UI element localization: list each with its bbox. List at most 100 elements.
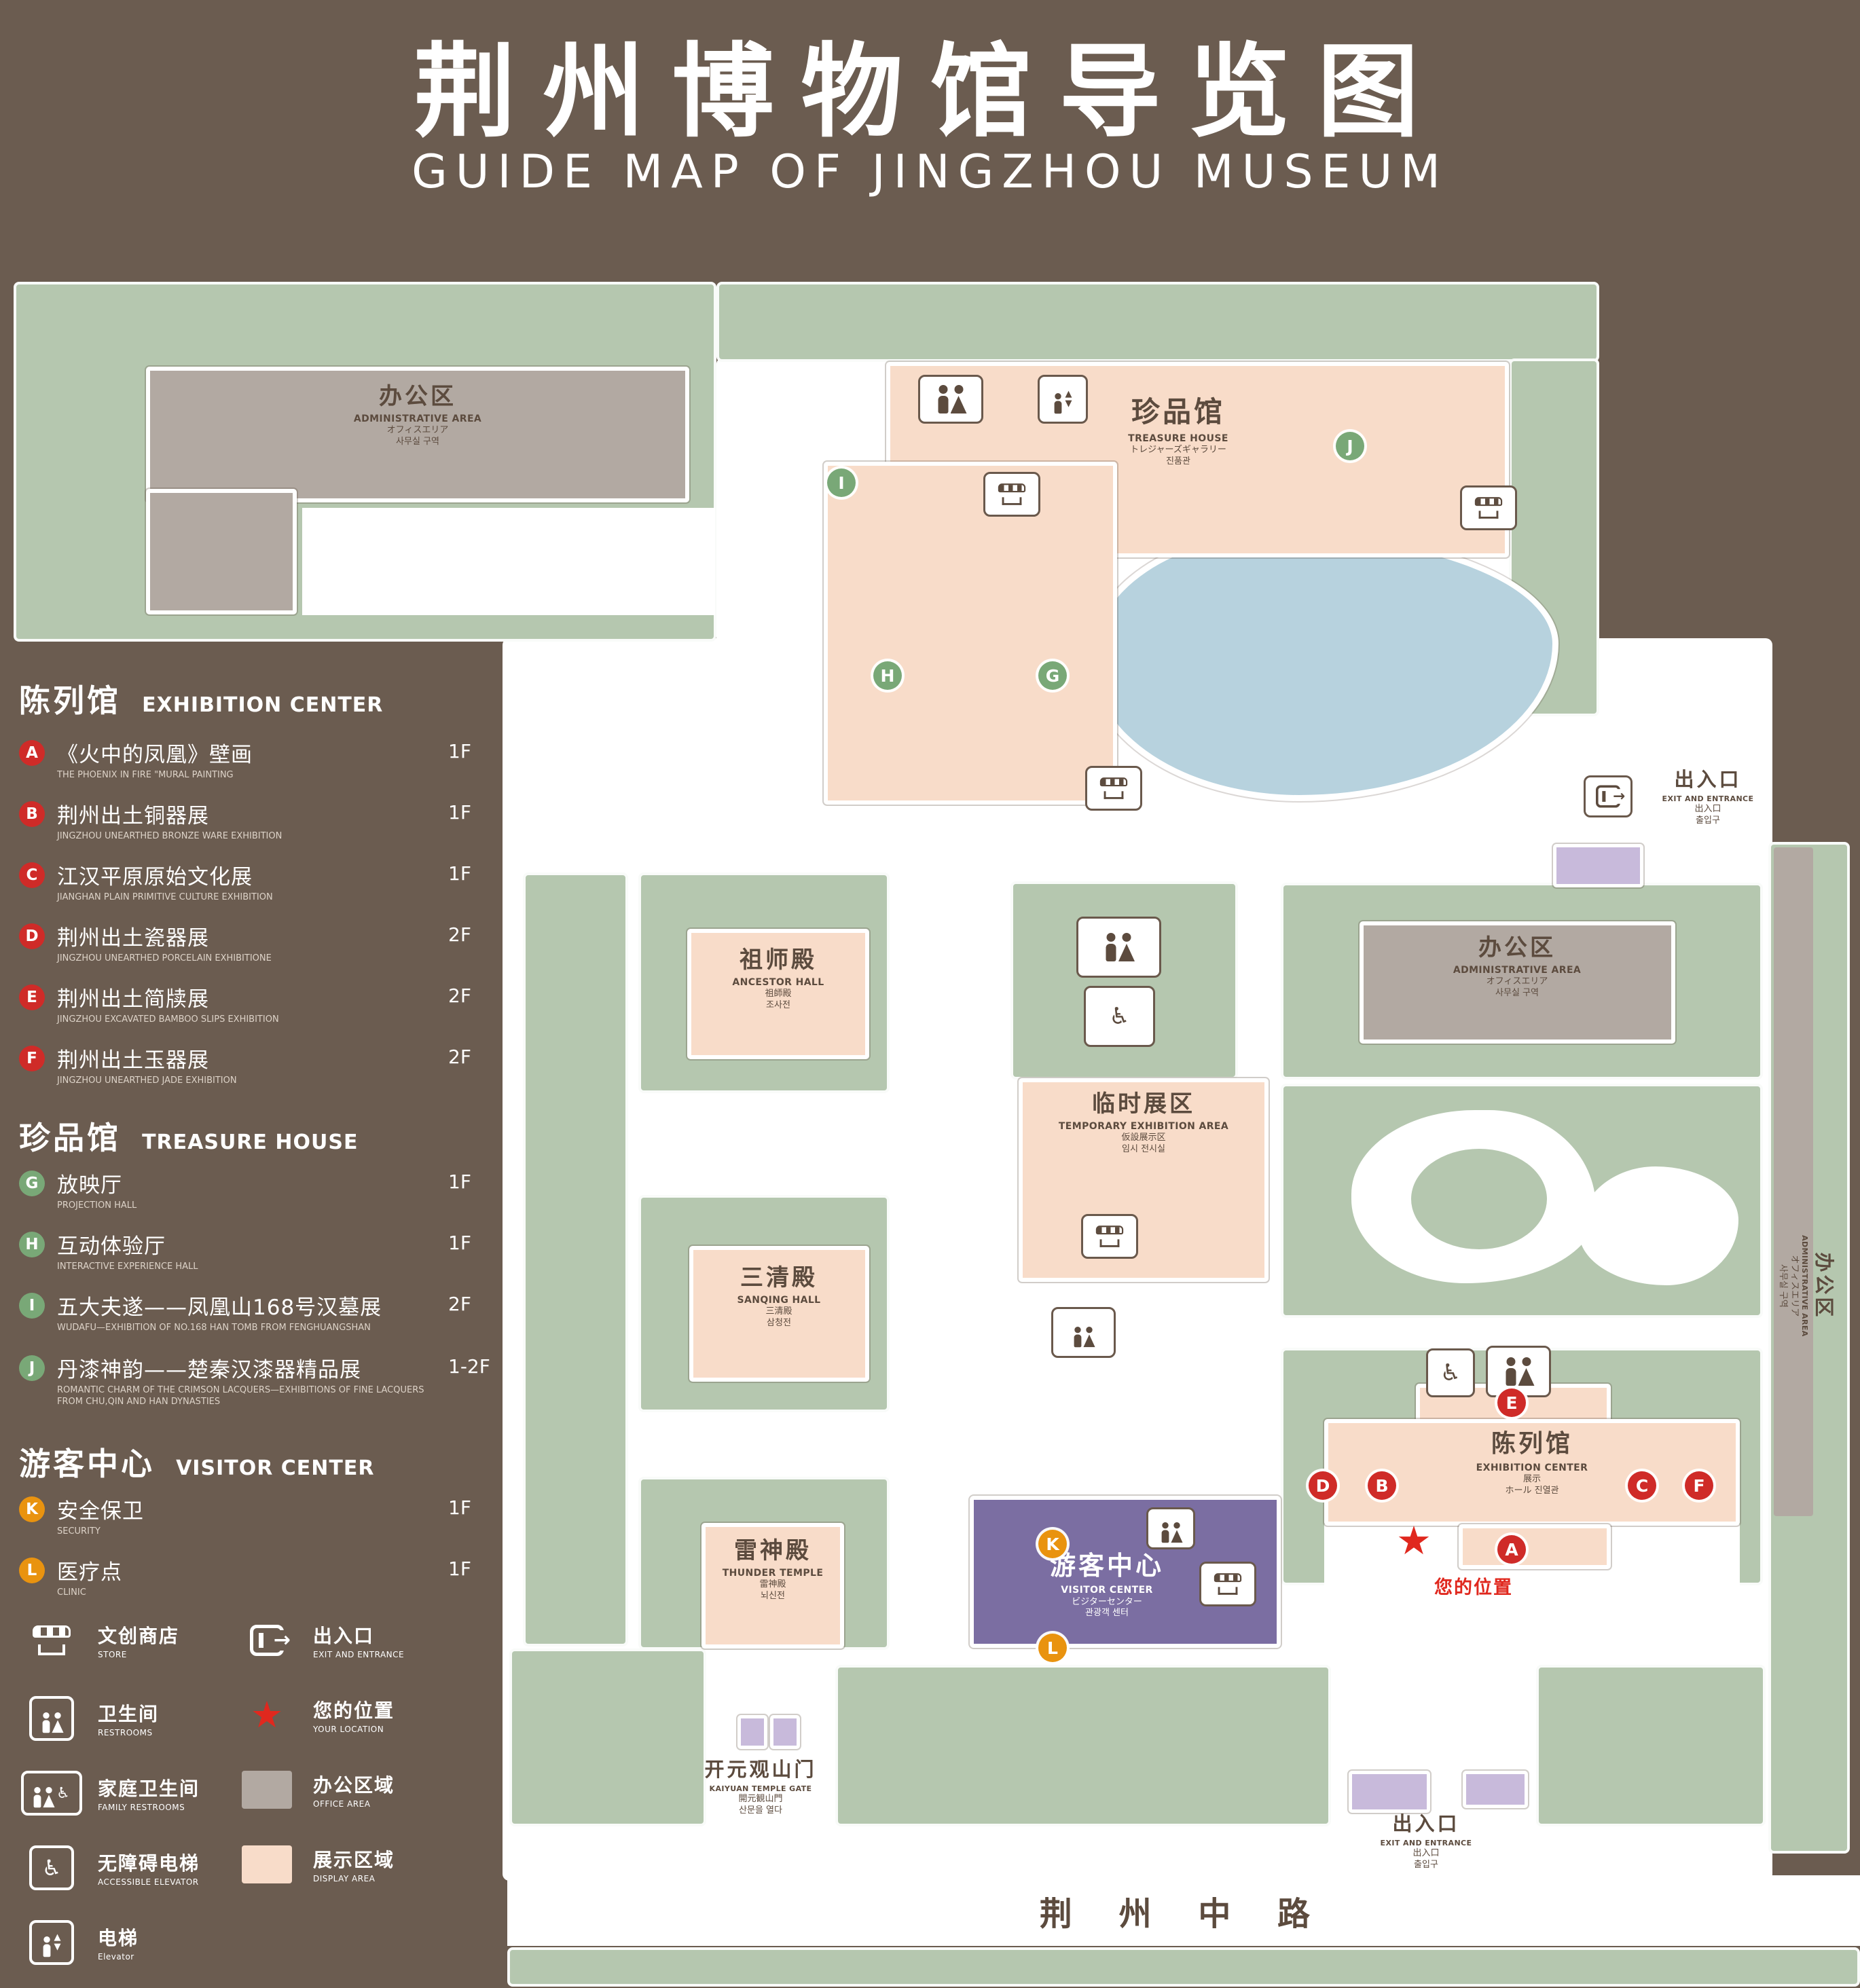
- grounds-south-of-road: [507, 1947, 1860, 1987]
- badge-a: A: [19, 739, 45, 766]
- restroom-icon: [1051, 1307, 1116, 1358]
- person-pictogram: [1053, 392, 1062, 414]
- sanqing-hall-label: 三清殿 SANQING HALL 三清殿 삼청전: [737, 1264, 821, 1329]
- store-icon: [1085, 766, 1142, 811]
- exit-icon: →: [1584, 775, 1633, 817]
- badge-k: K: [19, 1496, 45, 1522]
- temporary-exhibition-building: [1019, 1078, 1269, 1282]
- wheelchair-symbol: ♿: [1440, 1359, 1461, 1386]
- badge-l: L: [19, 1557, 45, 1583]
- admin-building-north-wing: [146, 489, 297, 614]
- admin-courtyard: [302, 508, 715, 615]
- thunder-temple-building: [701, 1523, 844, 1649]
- badge-c: C: [19, 862, 45, 888]
- badge-f: F: [19, 1045, 45, 1071]
- woman-pictogram: [1172, 1522, 1181, 1543]
- store-icon: [983, 472, 1040, 517]
- grounds-southwest: [509, 1649, 706, 1826]
- restroom-icon: [918, 375, 983, 424]
- grounds-central-restrooms: [1010, 881, 1238, 1080]
- elevator-icon: ▲▼: [1038, 375, 1088, 424]
- restroom-icon: [1076, 917, 1161, 978]
- restroom-icon: [19, 1696, 84, 1741]
- gate-building-west: [737, 1715, 767, 1749]
- badge-j: J: [19, 1355, 45, 1381]
- grounds-south-center: [835, 1665, 1331, 1826]
- store-icon: [1199, 1562, 1256, 1606]
- badge-b: B: [19, 800, 45, 827]
- map-marker-j: J: [1336, 432, 1364, 460]
- exit-door-arrow: →: [1596, 785, 1626, 808]
- road-label: 荆 州 中 路: [1039, 1895, 1328, 1933]
- map-marker-d: D: [1309, 1471, 1337, 1500]
- sidebar-section-exhibition-center: 陈列馆 EXHIBITION CENTER: [19, 682, 384, 719]
- garden-path-east: [1579, 1166, 1738, 1285]
- office-area-swatch: [234, 1771, 299, 1809]
- store-awning: [1214, 1573, 1242, 1595]
- grounds-southeast: [1536, 1665, 1766, 1826]
- office-east-strip: [1774, 847, 1813, 1516]
- map-marker-g: G: [1038, 661, 1067, 690]
- accessible-restroom-icon: ♿: [1084, 986, 1155, 1047]
- south-entrance-building-west: [1349, 1771, 1430, 1813]
- admin-area-east-label: 办公区 ADMINISTRATIVE AREA オフィスエリア 사무실 구역: [1453, 934, 1582, 999]
- woman-pictogram: [1120, 932, 1133, 962]
- map-marker-b: B: [1368, 1471, 1396, 1500]
- store-icon: [19, 1625, 84, 1655]
- your-location-label: 您的位置: [1434, 1577, 1513, 1598]
- exhibition-center-building: [1324, 1419, 1740, 1526]
- jingzhou-middle-road: 荆 州 中 路: [507, 1875, 1860, 1946]
- treasure-house-label: 珍品馆 TREASURE HOUSE トレジャーズギャラリー 진품관: [1128, 395, 1228, 466]
- sidebar-section-visitor-center: 游客中心 VISITOR CENTER: [19, 1446, 375, 1482]
- your-location-star: ★: [1396, 1517, 1432, 1564]
- store-icon: [1460, 485, 1517, 530]
- map-marker-e: E: [1497, 1388, 1526, 1417]
- map-marker-i: I: [827, 468, 856, 497]
- map-marker-l: L: [1038, 1634, 1067, 1662]
- woman-pictogram: [1520, 1357, 1533, 1386]
- east-exit-label: 出入口 EXIT AND ENTRANCE 出入口 출입구: [1662, 768, 1754, 826]
- woman-pictogram: [953, 384, 965, 414]
- accessible-elevator-icon: ♿: [19, 1845, 84, 1890]
- man-pictogram: [1074, 1326, 1082, 1348]
- gate-building-east: [770, 1715, 800, 1749]
- display-area-swatch: [234, 1845, 299, 1883]
- garden-island: [1411, 1149, 1547, 1249]
- store-awning: [1099, 777, 1128, 799]
- pond: [1087, 530, 1558, 801]
- man-pictogram: [1505, 1357, 1517, 1386]
- map-marker-f: F: [1685, 1471, 1713, 1500]
- up-down-arrows: ▲▼: [1065, 389, 1072, 409]
- south-entrance-building-east: [1463, 1771, 1528, 1808]
- store-awning: [1474, 497, 1503, 519]
- map-marker-h: H: [873, 661, 902, 690]
- exhibition-center-label: 陈列馆 EXHIBITION CENTER 展示 ホール 진열관: [1476, 1430, 1588, 1496]
- map-marker-c: C: [1628, 1471, 1656, 1500]
- man-pictogram: [937, 384, 949, 414]
- location-star-icon: ★: [250, 1693, 284, 1736]
- thunder-temple-label: 雷神殿 THUNDER TEMPLE 雷神殿 뇌신전: [722, 1537, 824, 1602]
- page-title: 荆州博物馆导览图: [414, 33, 1446, 151]
- ancestor-hall-building: [687, 929, 869, 1059]
- visitor-center-label: 游客中心 VISITOR CENTER ビジターセンター 관광객 센터: [1049, 1551, 1164, 1619]
- exit-icon: →: [234, 1625, 299, 1656]
- ancestor-hall-label: 祖师殿 ANCESTOR HALL 祖師殿 조사전: [732, 946, 824, 1011]
- page-subtitle: GUIDE MAP OF JINGZHOU MUSEUM: [412, 145, 1448, 199]
- treasure-house-wing: [824, 462, 1117, 805]
- badge-d: D: [19, 923, 45, 949]
- badge-g: G: [19, 1170, 45, 1196]
